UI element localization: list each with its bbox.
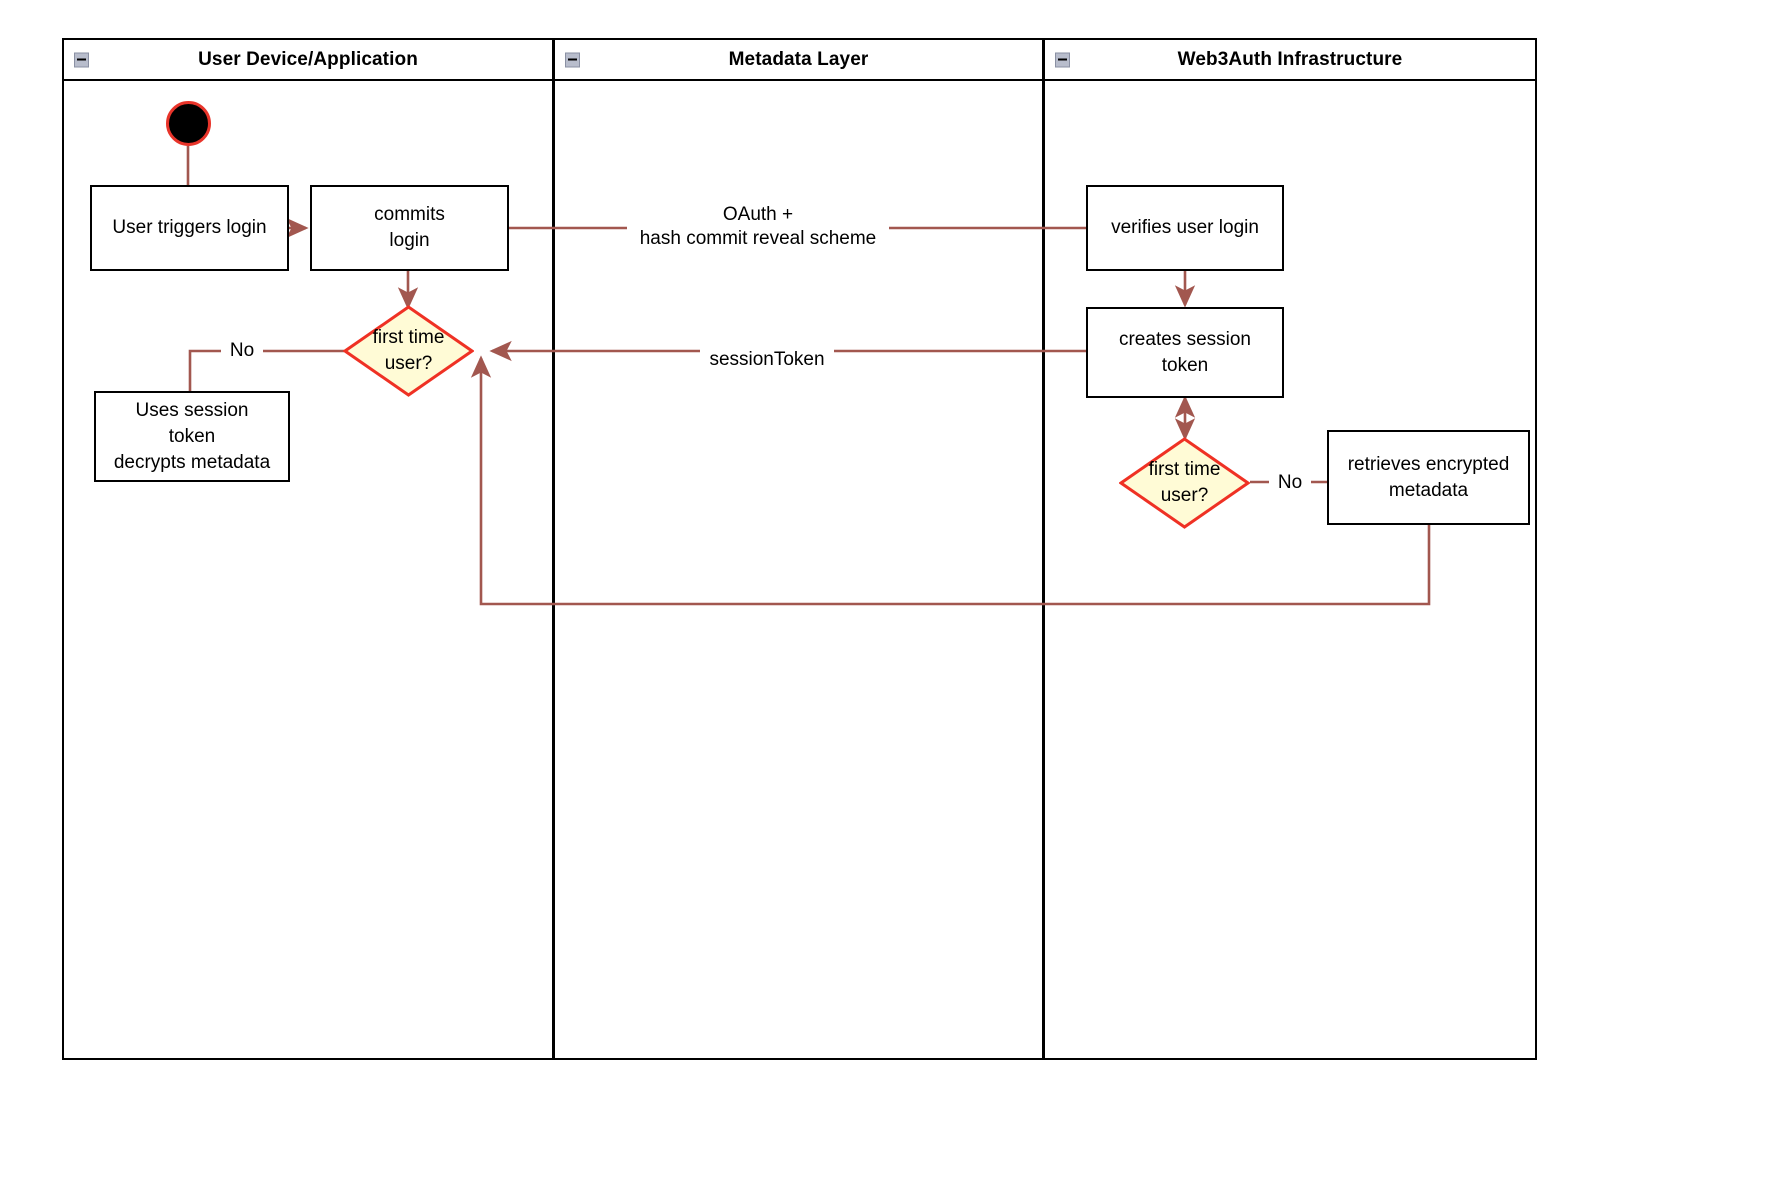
swimlane-title-web3auth: Web3Auth Infrastructure [1177, 48, 1403, 70]
edge-label-no-left: No [221, 339, 263, 363]
start-node [166, 101, 211, 146]
swimlane-metadata [553, 38, 1044, 1060]
activity-verifies-user-login[interactable]: verifies user login [1086, 185, 1284, 271]
diamond-shape [343, 305, 474, 397]
activity-creates-session-token[interactable]: creates session token [1086, 307, 1284, 398]
swimlane-title-metadata: Metadata Layer [728, 48, 869, 70]
activity-label: retrieves encrypted metadata [1347, 453, 1510, 501]
swimlane-title-user-device: User Device/Application [198, 48, 418, 70]
collapse-minus-icon[interactable] [1055, 52, 1070, 67]
edge-label-no-right: No [1269, 471, 1311, 495]
activity-retrieves-encrypted-metadata[interactable]: retrieves encrypted metadata [1327, 430, 1530, 525]
swimlane-header-user-device: User Device/Application [62, 38, 554, 81]
decision-first-time-user-right[interactable]: first time user? [1119, 437, 1250, 529]
decision-first-time-user-left[interactable]: first time user? [343, 305, 474, 397]
swimlane-header-metadata: Metadata Layer [553, 38, 1044, 81]
activity-label: creates session token [1118, 328, 1251, 376]
collapse-minus-icon[interactable] [565, 52, 580, 67]
edge-label-session-token: sessionToken [700, 348, 834, 372]
activity-label: verifies user login [1111, 217, 1259, 238]
swimlane-header-web3auth: Web3Auth Infrastructure [1043, 38, 1537, 81]
activity-commits-login[interactable]: commits login [310, 185, 509, 271]
activity-label: User triggers login [112, 217, 267, 238]
activity-uses-session-token[interactable]: Uses session token decrypts metadata [94, 391, 290, 482]
activity-label: Uses session token decrypts metadata [113, 399, 271, 473]
collapse-minus-icon[interactable] [74, 52, 89, 67]
activity-user-triggers-login[interactable]: User triggers login [90, 185, 289, 271]
activity-label: commits login [374, 204, 445, 251]
diamond-shape [1119, 437, 1250, 529]
edge-label-oauth: OAuth + hash commit reveal scheme [627, 203, 889, 251]
